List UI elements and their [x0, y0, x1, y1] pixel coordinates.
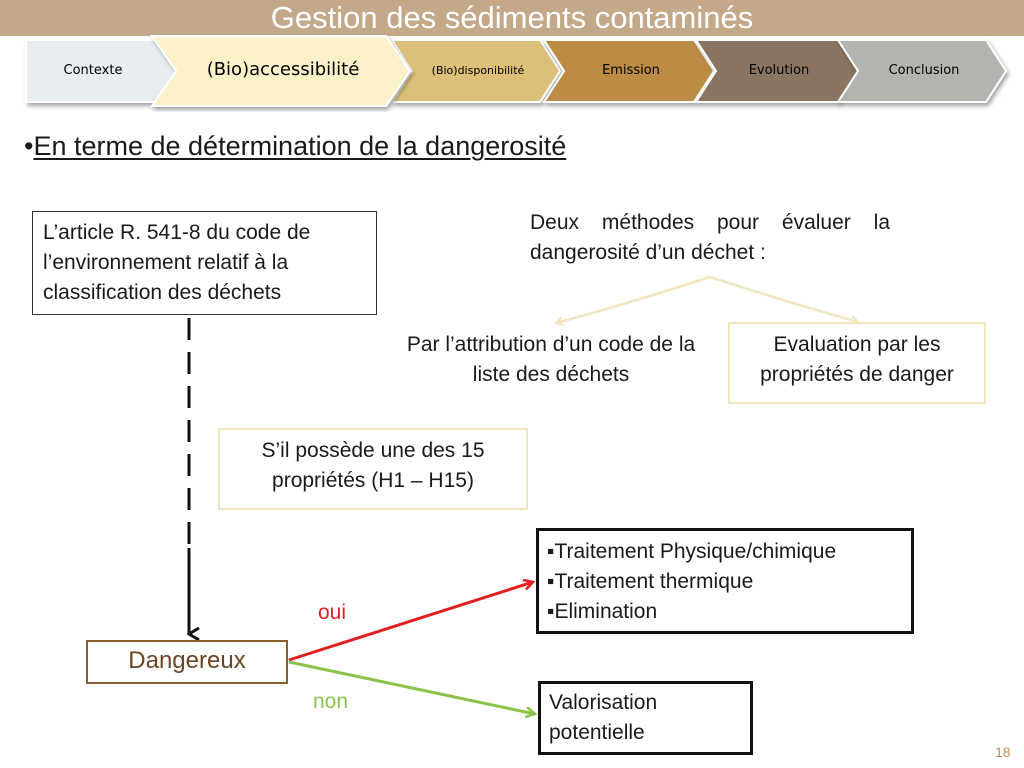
article-text: L’article R. 541-8 du code de l’environn…	[43, 221, 311, 304]
no-label: non	[313, 690, 349, 713]
treatment-item: ▪Traitement thermique	[547, 570, 754, 593]
page-number: 18	[995, 744, 1011, 760]
title-band	[0, 0, 1024, 36]
yes-label: oui	[318, 601, 347, 624]
split-connector-right	[709, 275, 858, 322]
section-heading: •En terme de détermination de la dangero…	[24, 131, 566, 162]
recovery-box: Valorisation potentielle	[538, 681, 753, 755]
nav-tab-4[interactable]: Emission	[602, 62, 660, 78]
nav-tab-2[interactable]: (Bio)accessibilité	[206, 59, 360, 81]
heading-bullet: •	[24, 131, 34, 161]
method-hazard-properties-text: Evaluation par les propriétés de danger	[760, 333, 954, 386]
hazard-label: Dangereux	[128, 647, 246, 674]
method-list-code: Par l’attribution d’un code de la liste …	[406, 333, 696, 386]
heading-text: En terme de détermination de la dangeros…	[33, 131, 567, 161]
methods-intro: Deux méthodes pour évaluer la dangerosit…	[530, 211, 890, 264]
hazard-node: Dangereux	[86, 640, 288, 684]
nav-tab-shape[interactable]	[150, 35, 412, 107]
nav-tab-shape[interactable]	[542, 39, 716, 103]
slide-title: Gestion des sédiments contaminés	[270, 0, 754, 35]
nav-bar	[25, 35, 1008, 107]
split-connector-left	[556, 275, 711, 323]
nav-tab-5[interactable]: Evolution	[748, 62, 810, 78]
properties-text: S’il possède une des 15 propriétés (H1 –…	[261, 439, 485, 492]
nav-tab-shape[interactable]	[390, 39, 562, 103]
treatments-list: ▪Traitement Physique/chimique ▪Traitemen…	[547, 537, 903, 627]
treatment-item: ▪Traitement Physique/chimique	[547, 540, 837, 563]
treatments-box: ▪Traitement Physique/chimique ▪Traitemen…	[536, 528, 914, 634]
properties-box: S’il possède une des 15 propriétés (H1 –…	[218, 428, 528, 510]
method-hazard-properties-box: Evaluation par les propriétés de danger	[728, 322, 986, 404]
nav-tab-1[interactable]: Contexte	[63, 62, 123, 78]
no-arrow	[288, 660, 535, 714]
nav-tab-shape[interactable]	[836, 39, 1008, 103]
nav-tab-3[interactable]: (Bio)disponibilité	[431, 63, 525, 77]
nav-tab-6[interactable]: Conclusion	[888, 62, 960, 78]
yes-arrow	[288, 582, 533, 662]
article-box: L’article R. 541-8 du code de l’environn…	[32, 211, 377, 315]
recovery-text: Valorisation potentielle	[549, 691, 658, 744]
treatment-item: ▪Elimination	[547, 600, 658, 623]
